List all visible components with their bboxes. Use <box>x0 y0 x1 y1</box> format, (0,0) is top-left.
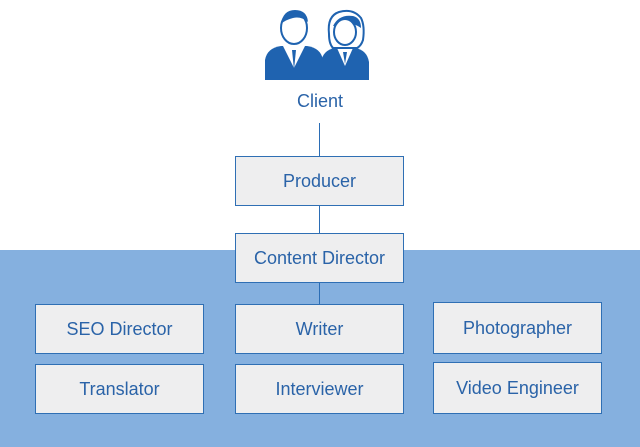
people-icon <box>265 9 369 80</box>
client-label: Client <box>296 91 344 111</box>
connector-director-team <box>319 283 320 304</box>
content-director-box: Content Director <box>235 233 404 283</box>
connector-producer-director <box>319 206 320 233</box>
team-box-interviewer: Interviewer <box>235 364 404 414</box>
team-box-seo-director: SEO Director <box>35 304 204 354</box>
team-box-photographer: Photographer <box>433 302 602 354</box>
team-box-video-engineer: Video Engineer <box>433 362 602 414</box>
producer-box: Producer <box>235 156 404 206</box>
connector-client-producer <box>319 123 320 156</box>
team-box-translator: Translator <box>35 364 204 414</box>
team-box-writer: Writer <box>235 304 404 354</box>
